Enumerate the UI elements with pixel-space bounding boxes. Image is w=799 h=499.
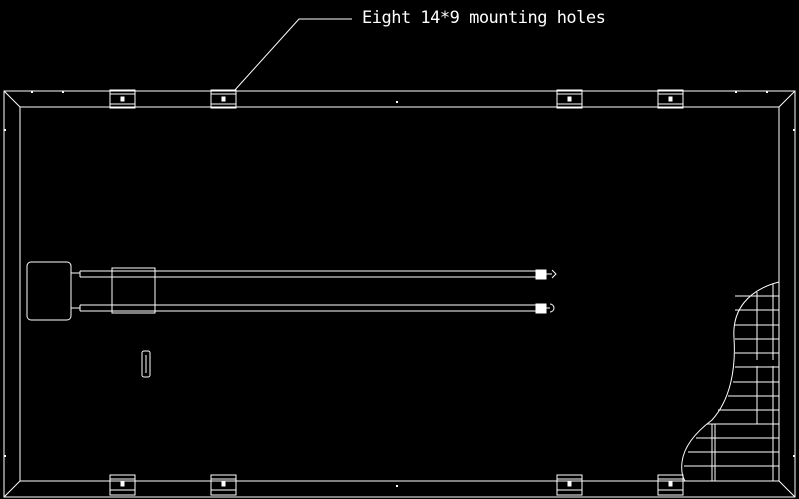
connector-female	[535, 303, 555, 314]
frame-corner-line	[3, 480, 21, 498]
frame-corner-line	[778, 90, 796, 108]
callout-label: Eight 14*9 mounting holes	[362, 8, 605, 28]
cell-cutaway	[681, 281, 780, 482]
connector-male	[535, 269, 557, 280]
frame-corner-line	[3, 90, 21, 108]
cables	[71, 267, 536, 314]
negative-cable	[71, 304, 536, 312]
mounting-hole	[109, 89, 136, 109]
mounting-hole	[657, 89, 684, 109]
mounting-holes-top	[109, 89, 684, 109]
mounting-hole	[556, 474, 583, 496]
mounting-hole	[109, 474, 136, 496]
mounting-holes-bottom	[109, 474, 684, 496]
junction-box	[26, 261, 72, 321]
positive-cable	[71, 270, 536, 278]
mounting-hole	[210, 89, 237, 109]
mounting-hole	[556, 89, 583, 109]
cable-clip	[111, 267, 156, 314]
frame-ticks	[4, 91, 795, 487]
frame-outer-edge	[3, 90, 796, 498]
mounting-hole	[657, 474, 684, 496]
frame-inner-edge	[19, 106, 780, 482]
label-plate	[141, 350, 151, 378]
panel-frame	[3, 90, 796, 498]
frame-corner-line	[778, 480, 796, 498]
callout-leader	[233, 18, 352, 92]
mounting-hole	[210, 474, 237, 496]
